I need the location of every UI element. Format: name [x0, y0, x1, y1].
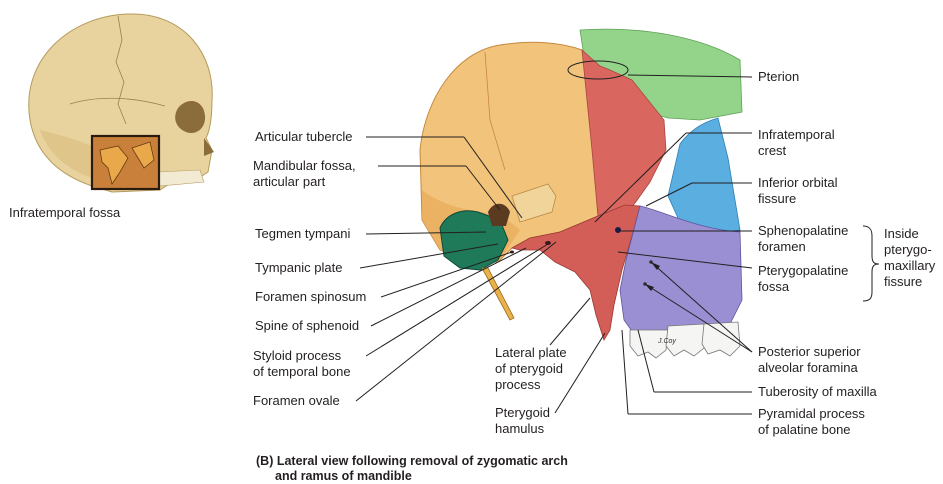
label-lateral-plate-2: of pterygoid: [495, 361, 563, 377]
label-articular-tubercle: Articular tubercle: [255, 129, 353, 145]
label-mandibular-fossa-1: Mandibular fossa,: [253, 158, 356, 174]
label-pyramidal-1: Pyramidal process: [758, 406, 865, 422]
label-hamulus-2: hamulus: [495, 421, 544, 437]
nasal: [204, 138, 214, 156]
figure-caption: (B) Lateral view following removal of zy…: [256, 454, 568, 484]
label-foramen-spinosum: Foramen spinosum: [255, 289, 366, 305]
label-mandibular-fossa-2: articular part: [253, 174, 325, 190]
label-lateral-plate-3: process: [495, 377, 541, 393]
label-posterior-superior-2: alveolar foramina: [758, 360, 858, 376]
label-tegmen-tympani: Tegmen tympani: [255, 226, 350, 242]
label-tuberosity: Tuberosity of maxilla: [758, 384, 877, 400]
label-inferior-orbital-2: fissure: [758, 191, 796, 207]
label-sphenopalatine-1: Sphenopalatine: [758, 223, 848, 239]
label-posterior-superior-1: Posterior superior: [758, 344, 861, 360]
leader-lateral-plate: [550, 298, 590, 345]
figure-caption-line2: and ramus of mandible: [256, 469, 568, 484]
label-styloid-1: Styloid process: [253, 348, 341, 364]
label-spine-of-sphenoid: Spine of sphenoid: [255, 318, 359, 334]
sphenopalatine-foramen: [615, 227, 621, 233]
label-lateral-plate-1: Lateral plate: [495, 345, 567, 361]
label-inferior-orbital-1: Inferior orbital: [758, 175, 837, 191]
label-bracket-3: maxillary: [884, 258, 935, 274]
artist-signature: J.Coy: [657, 338, 676, 345]
label-styloid-2: of temporal bone: [253, 364, 351, 380]
styloid-process: [482, 268, 514, 320]
label-bracket-4: fissure: [884, 274, 922, 290]
label-pyramidal-2: of palatine bone: [758, 422, 851, 438]
inset-teeth: [158, 170, 204, 186]
pterygomaxillary-bracket: [863, 226, 879, 301]
label-foramen-ovale: Foramen ovale: [253, 393, 340, 409]
inset-skull: [29, 14, 214, 192]
inset-caption: Infratemporal fossa: [9, 205, 120, 220]
label-bracket-2: pterygo-: [884, 242, 932, 258]
label-infratemporal-crest-2: crest: [758, 143, 786, 159]
leader-foramen-spinosum: [381, 252, 512, 297]
label-pterygopalatine-1: Pterygopalatine: [758, 263, 848, 279]
label-bracket-1: Inside: [884, 226, 919, 242]
label-infratemporal-crest-1: Infratemporal: [758, 127, 835, 143]
label-sphenopalatine-2: foramen: [758, 239, 806, 255]
label-pterion: Pterion: [758, 69, 799, 85]
label-tympanic-plate: Tympanic plate: [255, 260, 342, 276]
label-pterygopalatine-2: fossa: [758, 279, 789, 295]
leader-pyramidal: [622, 330, 628, 414]
label-hamulus-1: Pterygoid: [495, 405, 550, 421]
molar-3: [702, 322, 740, 356]
figure-caption-line1: (B) Lateral view following removal of zy…: [256, 454, 568, 469]
